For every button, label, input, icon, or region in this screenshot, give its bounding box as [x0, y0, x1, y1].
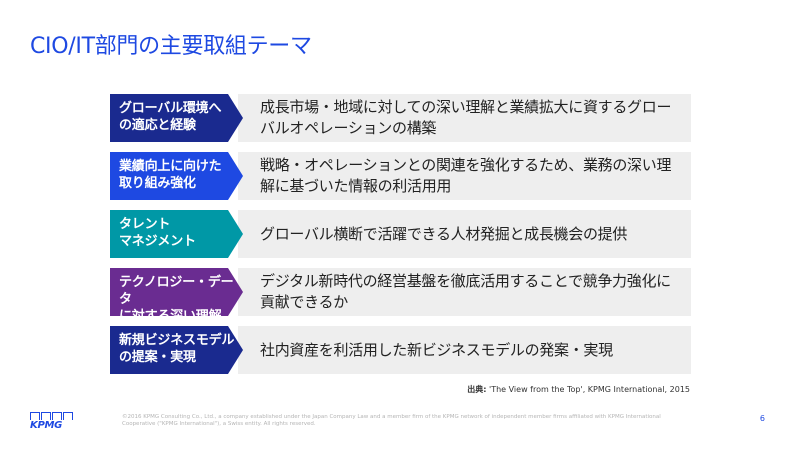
- page-number: 6: [759, 414, 765, 423]
- theme-tag-line: グローバル環境へ: [119, 101, 222, 116]
- logo-text: KPMG: [30, 420, 63, 431]
- theme-tag-line: の適応と経験: [119, 118, 196, 133]
- theme-tag-line: の提案・実現: [119, 350, 196, 365]
- theme-tag: タレント マネジメント: [110, 210, 243, 258]
- theme-tag-line: 取り組み強化: [119, 176, 196, 191]
- theme-tag-line: マネジメント: [119, 234, 196, 249]
- row-background: [238, 326, 691, 374]
- theme-description: 社内資産を利活用した新ビジネスモデルの発案・実現: [260, 340, 613, 359]
- theme-description: グローバル横断で活躍できる人材発掘と成長機会の提供: [260, 224, 628, 243]
- theme-description: デジタル新時代の経営基盤を徹底活用することで競争力強化に貢献できるか: [260, 272, 671, 311]
- theme-tag: グローバル環境へ の適応と経験: [110, 94, 243, 142]
- theme-tag-line: 業績向上に向けた: [119, 159, 222, 174]
- copyright-note: ©2016 KPMG Consulting Co., Ltd., a compa…: [122, 414, 661, 427]
- theme-description: 成長市場・地域に対しての深い理解と業績拡大に資するグローバルオペレーションの構築: [260, 98, 672, 137]
- row-background: [238, 94, 691, 142]
- theme-row-technology: テクノロジー・データ に対する深い理解 デジタル新時代の経営基盤を徹底活用するこ…: [110, 268, 691, 316]
- theme-tag-line: タレント: [119, 217, 171, 232]
- theme-row-performance: 業績向上に向けた 取り組み強化 戦略・オペレーションとの関連を強化するため、業務…: [110, 152, 691, 200]
- source-label: 出典:: [467, 385, 487, 394]
- logo-boxes-icon: [30, 412, 74, 420]
- theme-tag-line: テクノロジー・データ: [119, 275, 234, 307]
- page-title: CIO/IT部門の主要取組テーマ: [30, 34, 312, 59]
- kpmg-logo: KPMG: [30, 412, 74, 434]
- theme-description: 戦略・オペレーションとの関連を強化するため、業務の深い理解に基づいた情報の利活用…: [260, 156, 672, 195]
- theme-row-global: グローバル環境へ の適応と経験 成長市場・地域に対しての深い理解と業績拡大に資す…: [110, 94, 691, 142]
- theme-row-talent: タレント マネジメント グローバル横断で活躍できる人材発掘と成長機会の提供: [110, 210, 691, 258]
- theme-tag: 新規ビジネスモデル の提案・実現: [110, 326, 243, 374]
- theme-tag: テクノロジー・データ に対する深い理解: [110, 268, 243, 316]
- row-background: [238, 268, 691, 316]
- theme-row-business-model: 新規ビジネスモデル の提案・実現 社内資産を利活用した新ビジネスモデルの発案・実…: [110, 326, 691, 374]
- theme-tag-line: に対する深い理解: [119, 309, 222, 324]
- source-citation: 出典: 'The View from the Top', KPMG Intern…: [467, 384, 690, 395]
- source-text: 'The View from the Top', KPMG Internatio…: [489, 385, 690, 394]
- theme-tag-line: 新規ビジネスモデル: [119, 333, 235, 348]
- theme-tag: 業績向上に向けた 取り組み強化: [110, 152, 243, 200]
- row-background: [238, 210, 691, 258]
- row-background: [238, 152, 691, 200]
